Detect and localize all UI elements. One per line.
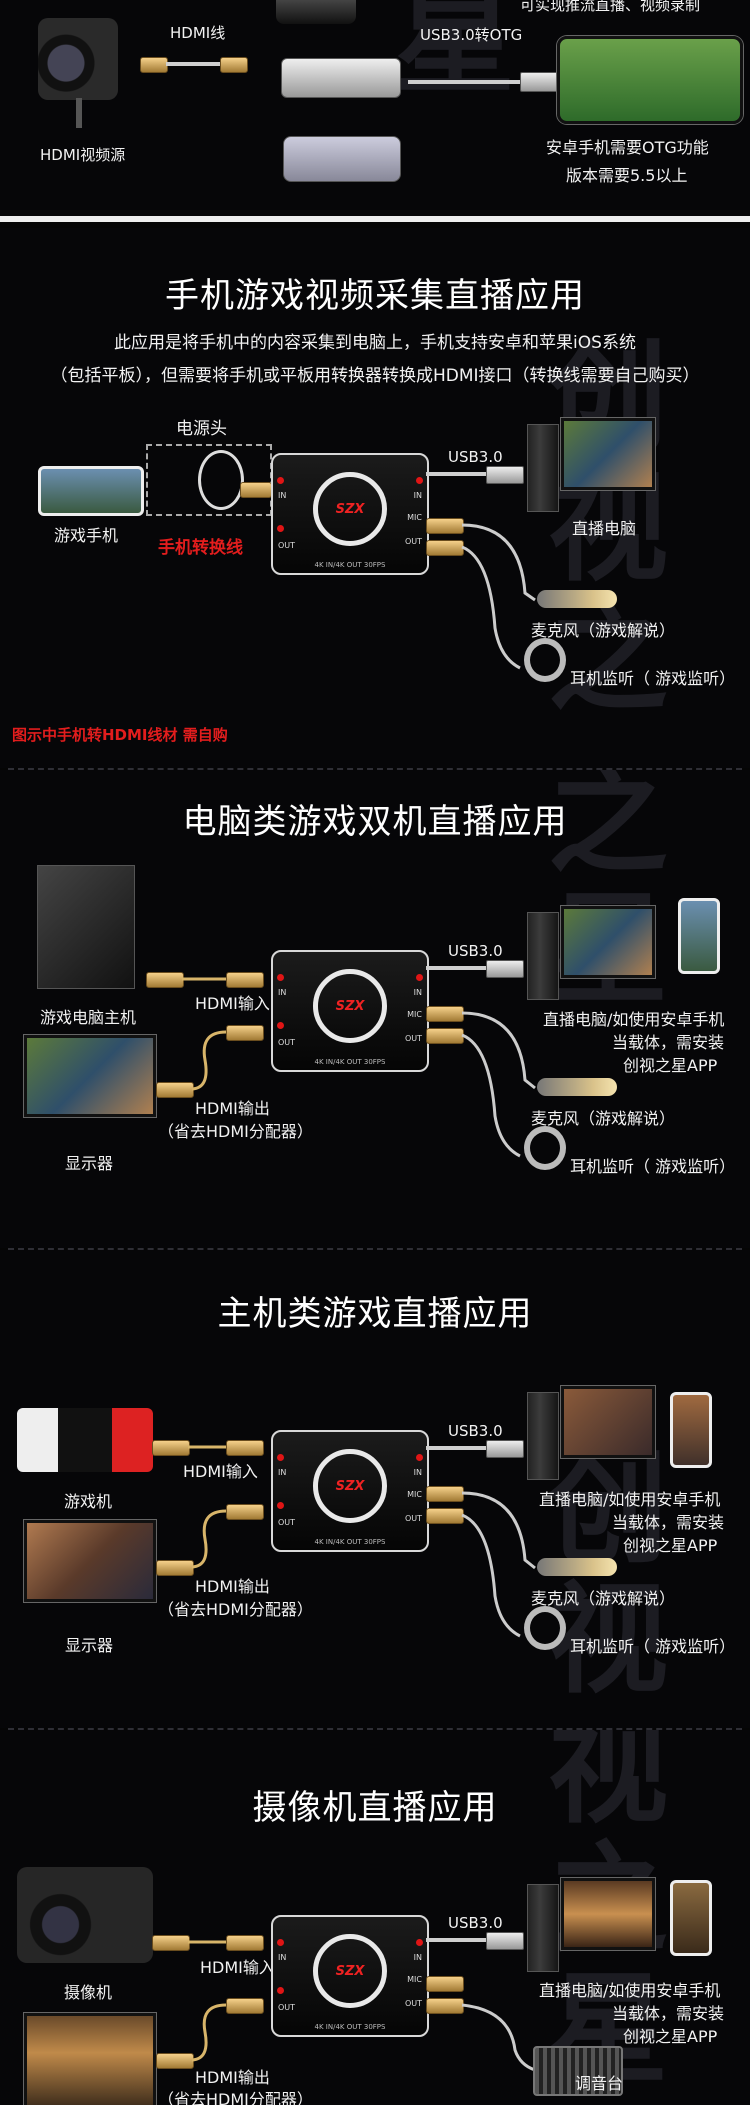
headphone-label: 耳机监听（ 游戏监听） [570, 665, 735, 689]
watermark: 星 [395, 0, 515, 100]
capture-device-image [276, 0, 356, 24]
audio-cables [0, 1730, 750, 2105]
hdmi-source-label: HDMI视频源 [40, 144, 125, 165]
live-text: 可实现推流直播、视频录制 [520, 0, 700, 15]
tripod-image [76, 98, 82, 128]
camcorder-image [38, 18, 118, 100]
microphone-image [537, 1078, 617, 1096]
headphone-label: 耳机监听（ 游戏监听） [570, 1153, 735, 1177]
top-section: 星 HDMI线 HDMI视频源 USB3.0转OTG 可实现推流直播、视频录制 … [0, 0, 750, 222]
section-console-game: 创 视 主机类游戏直播应用 游戏机 显示器 HDMI输入 HDMI输出 （省去H… [0, 1250, 750, 1728]
android-note-1: 安卓手机需要OTG功能 [546, 134, 709, 158]
headphone-label: 耳机监听（ 游戏监听） [570, 1633, 735, 1657]
phone-screen-image [557, 36, 743, 124]
mic-label: 麦克风（游戏解说） [531, 617, 675, 641]
android-note-2: 版本需要5.5以上 [566, 162, 687, 186]
headphone-image [524, 1606, 566, 1650]
hdmi-cable-label: HDMI线 [170, 22, 225, 43]
section-mobile-game: 创 视 之 手机游戏视频采集直播应用 此应用是将手机中的内容采集到电脑上，手机支… [0, 228, 750, 768]
section-camera: 视 之 星 摄像机直播应用 摄像机 HDMI输入 HDMI输出 （省去HDMI分… [0, 1730, 750, 2105]
headphone-image [524, 1126, 566, 1170]
mixer-label: 调音台 [575, 2070, 623, 2094]
otg-adapter [520, 72, 558, 92]
capture-device-image [281, 58, 401, 98]
capture-device-image [283, 136, 401, 182]
footnote: 图示中手机转HDMI线材 需自购 [12, 724, 228, 745]
headphone-image [524, 638, 566, 682]
microphone-image [537, 590, 617, 608]
microphone-image [537, 1558, 617, 1576]
mic-label: 麦克风（游戏解说） [531, 1105, 675, 1129]
usb-otg-label: USB3.0转OTG [420, 24, 522, 45]
hdmi-plug [140, 57, 168, 73]
mic-label: 麦克风（游戏解说） [531, 1585, 675, 1609]
hdmi-plug [220, 57, 248, 73]
section-pc-game: 之 星 电脑类游戏双机直播应用 游戏电脑主机 显示器 HDMI输入 HDMI输出… [0, 770, 750, 1248]
